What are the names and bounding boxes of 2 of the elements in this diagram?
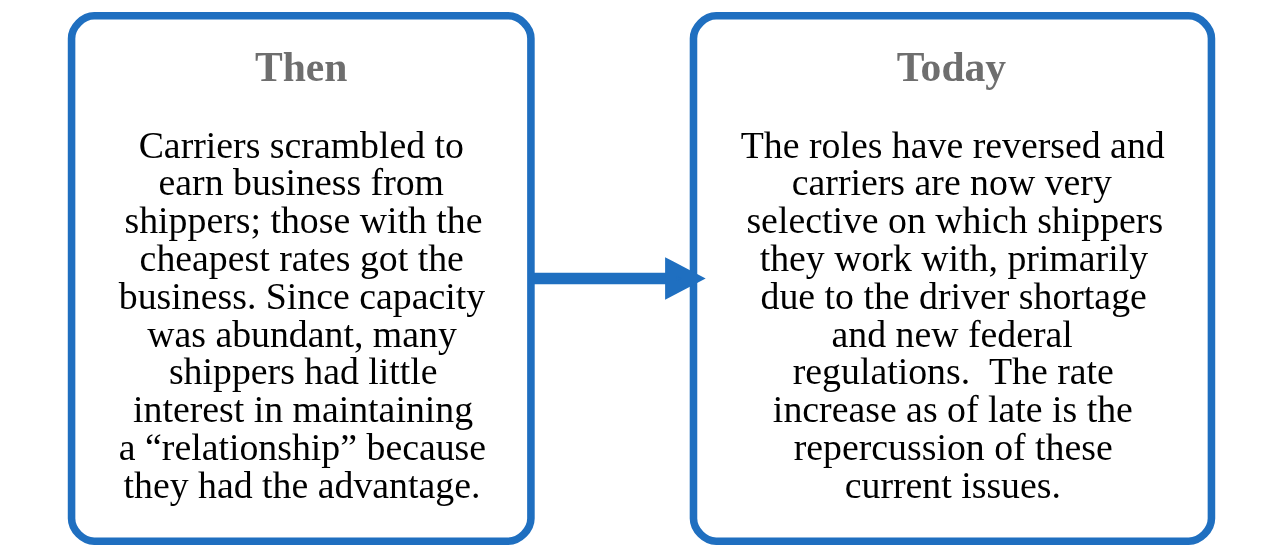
node-box: Then Carriers scrambled to earn business from shippers; those with the cheapest rates got the business. Since capacity was abundant, many shippers had little interest in maintaining a “relationship” because they had the advantage. (67, 11, 535, 546)
node-box: Today The roles have reversed and carriers are now very selective on which shippers they work with, primarily due to the driver shortage and new federal regulations. The rate increase as of late is the repercussion of these current issues. (689, 11, 1215, 546)
